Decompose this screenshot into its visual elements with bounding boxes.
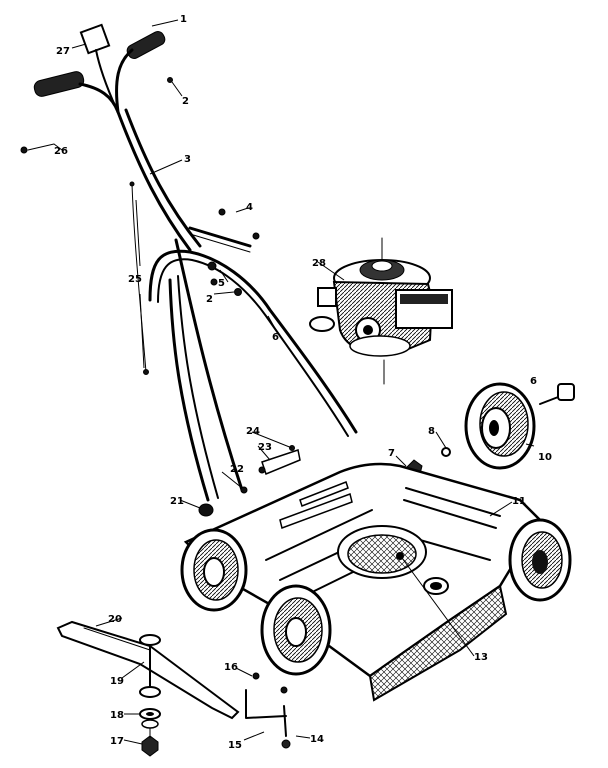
callout-20: 20 (108, 614, 122, 625)
callout-8: 8 (428, 426, 435, 437)
upper-handle (33, 23, 252, 253)
leader-lines (53, 19, 535, 745)
callout-5: 5 (218, 278, 225, 289)
callout-10: 10 (538, 452, 552, 463)
blade-adapter (139, 634, 161, 698)
front-right-wheel (508, 518, 572, 602)
detached-wheel (464, 382, 536, 470)
mower-deck (183, 445, 542, 702)
callout-18: 18 (110, 710, 124, 721)
callout-16: 16 (224, 662, 238, 673)
callout-14: 14 (310, 734, 324, 745)
callout-7: 7 (388, 448, 395, 459)
callout-27: 27 (56, 46, 70, 57)
left-handle-grip (33, 71, 85, 97)
callout-6-handle: 6 (272, 332, 279, 343)
callout-15: 15 (228, 740, 242, 751)
callout-22: 22 (230, 464, 244, 475)
callout-4: 4 (246, 202, 253, 213)
callout-23: 23 (258, 442, 272, 453)
callout-21: 21 (170, 496, 184, 507)
callout-3: 3 (184, 154, 191, 165)
height-adjuster (245, 672, 291, 749)
throttle-control (79, 23, 111, 55)
callout-19: 19 (110, 676, 124, 687)
handle-hardware (20, 77, 260, 296)
callout-25: 25 (128, 274, 142, 285)
callout-1: 1 (180, 14, 187, 25)
callout-26: 26 (54, 146, 68, 157)
control-cable (131, 183, 147, 373)
rear-left-wheel (260, 584, 332, 676)
wheel-bolt (539, 383, 575, 405)
callout-6-bolt: 6 (530, 376, 537, 387)
callout-24: 24 (246, 426, 260, 437)
blade-washers (139, 708, 161, 729)
blade-bolt (141, 727, 159, 757)
right-handle-grip (126, 31, 166, 59)
callout-13: 13 (474, 652, 488, 663)
callout-2-top: 2 (182, 96, 189, 107)
front-left-wheel (180, 528, 248, 612)
callout-2-mid: 2 (206, 294, 213, 305)
callouts: 1 27 2 26 3 25 4 5 2 6 28 6 24 23 22 21 … (54, 14, 552, 751)
callout-28: 28 (312, 258, 326, 269)
wheel-washer (441, 447, 451, 457)
engine (309, 237, 453, 385)
callout-17: 17 (110, 736, 124, 747)
callout-11: 11 (512, 496, 526, 507)
lower-handle (148, 238, 358, 502)
blade (56, 620, 240, 720)
